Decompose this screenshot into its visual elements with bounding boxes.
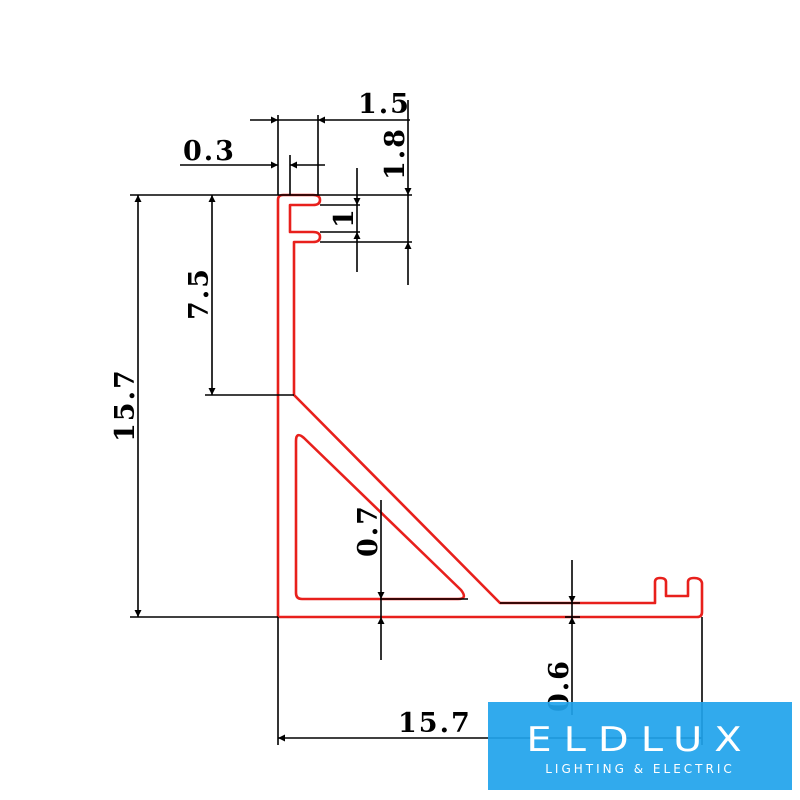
- logo-tagline: LIGHTING & ELECTRIC: [545, 762, 735, 776]
- dim-slot: 1: [329, 207, 360, 228]
- dim-top-width: 1.5: [358, 89, 411, 120]
- dim-wall-vertical: 0.7: [353, 504, 384, 557]
- dim-total-height: 15.7: [110, 368, 141, 442]
- logo-brand: ELDLUX: [526, 720, 754, 760]
- eldlux-logo: ELDLUX LIGHTING & ELECTRIC: [488, 702, 792, 790]
- profile-outline: [276, 193, 704, 619]
- dim-top-height: 1.8: [380, 127, 411, 180]
- extension-lines: [130, 115, 703, 745]
- dim-lip-gap: 0.3: [183, 136, 236, 167]
- dim-upper-leg: 7.5: [184, 267, 215, 320]
- profile-hollow-chamber: [294, 433, 466, 601]
- dim-total-width: 15.7: [398, 708, 472, 739]
